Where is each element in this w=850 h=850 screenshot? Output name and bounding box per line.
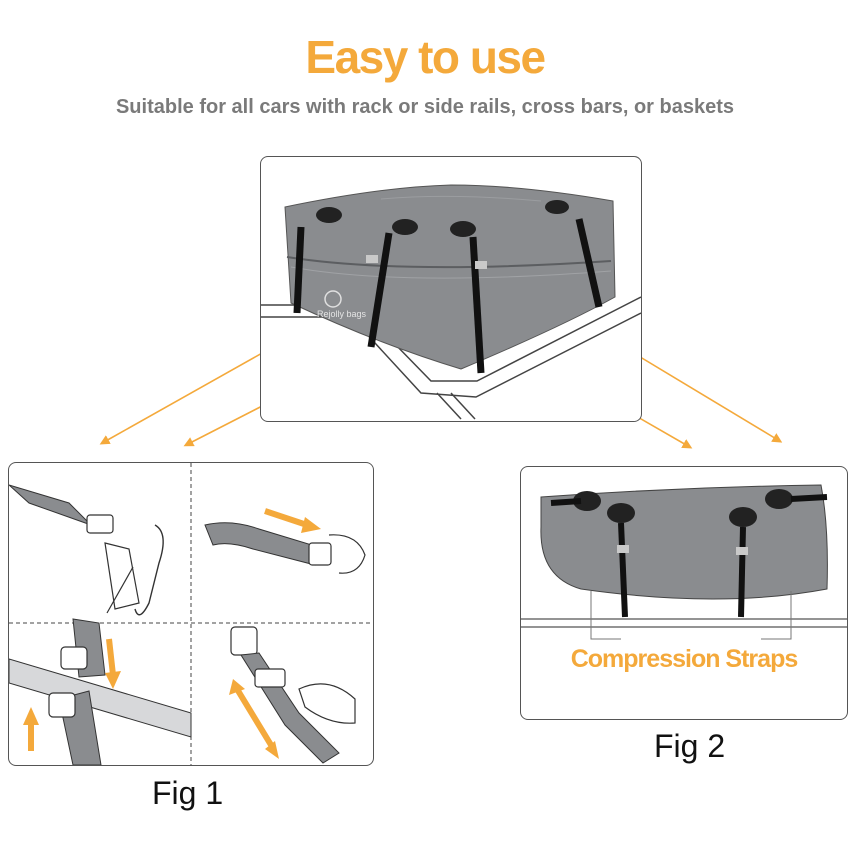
direction-arrow-icon — [106, 638, 116, 676]
strap-buckle-icon — [230, 626, 258, 656]
compression-straps-illustration — [521, 484, 847, 640]
direction-arrow-icon — [264, 508, 308, 528]
strap-buckle-icon — [60, 646, 88, 670]
fig2-caption: Fig 2 — [654, 728, 726, 764]
fig1-panel — [8, 462, 374, 766]
strap-buckle-icon — [254, 668, 286, 688]
brand-text: Rejolly bags — [317, 309, 367, 319]
strap-buckle-icon — [48, 692, 76, 718]
strap-buckle-icon — [736, 547, 748, 555]
cargo-bag-illustration — [261, 184, 641, 420]
buckle-instructions-illustration — [9, 463, 373, 765]
page-subtitle: Suitable for all cars with rack or side … — [115, 96, 735, 118]
compression-straps-label: Compression Straps — [570, 645, 799, 673]
fig1-caption: Fig 1 — [152, 775, 224, 811]
direction-arrow-icon — [234, 687, 274, 747]
product-illustration-panel: Rejolly bags — [260, 156, 642, 422]
brand-logo-icon — [324, 290, 342, 308]
fig2-panel: Compression Straps — [520, 466, 848, 720]
strap-buckle-icon — [86, 514, 114, 534]
page-title: Easy to use — [305, 31, 546, 83]
strap-buckle-icon — [308, 542, 332, 566]
strap-buckle-icon — [617, 545, 629, 553]
